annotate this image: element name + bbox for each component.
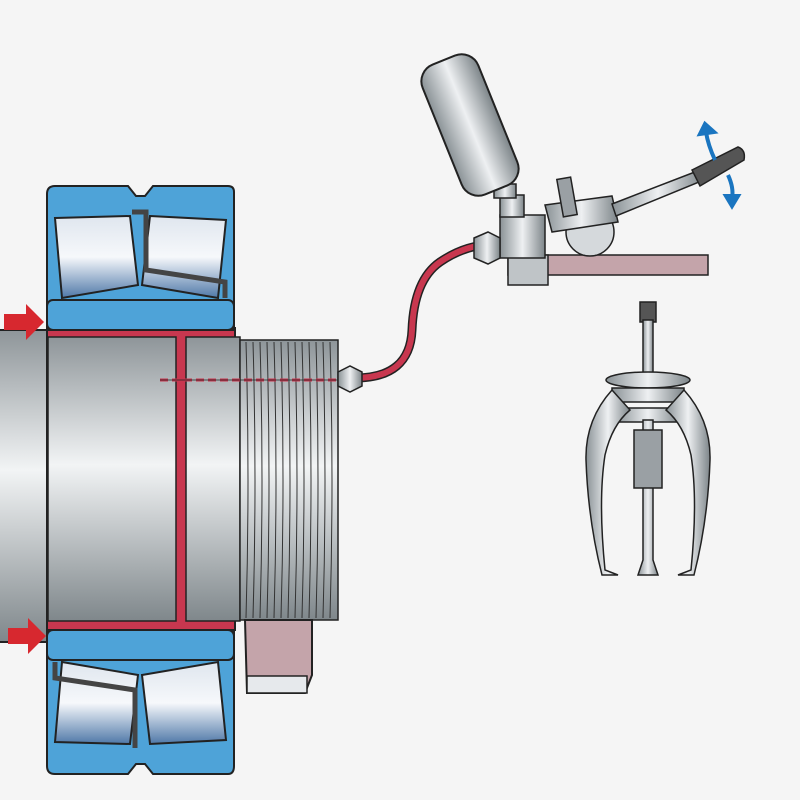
pump-release-valve [555,176,579,218]
puller-crosshead [605,371,691,389]
thread-line [308,341,312,619]
cage-lower [52,662,138,748]
roller-left-lower [53,660,140,746]
oil-injection-arrow-lower-icon [8,618,46,654]
oil-injection-arrow-upper-icon [4,304,44,340]
cage-upper [132,209,228,298]
roller-right-upper [140,214,228,300]
sleeve-thread [239,339,339,621]
roller-right-lower [140,660,228,746]
puller-spindle-head [639,301,657,323]
inner-ring-upper [46,299,235,331]
withdrawal-sleeve [47,336,177,622]
sleeve-collar [185,336,241,622]
thread-line [301,341,305,619]
thread-line [252,341,256,619]
pump-foot [507,254,549,286]
oil-hose [354,242,491,381]
thread-line [315,341,319,619]
puller-yoke [611,387,685,403]
pump-body [499,214,546,259]
thread-line [245,341,249,619]
bearing-lower-section [46,629,235,775]
thread-line [259,341,263,619]
pump-handle-motion-arrow-icon [696,120,742,210]
thread-line [266,341,270,619]
hydraulic-pump [420,53,746,286]
roller-left-upper [53,214,140,300]
pump-outlet-nut [473,231,501,265]
three-jaw-puller [585,301,711,576]
hose-connector-nut [337,365,363,393]
thread-line [294,341,298,619]
spacer-block-base [246,675,308,694]
thread-line [273,341,277,619]
thread-line [287,341,291,619]
pump-handle-grip [690,146,746,188]
puller-arm-left [585,388,632,576]
thread-line [280,341,284,619]
inner-ring-lower [46,629,235,661]
puller-arm-right [664,388,711,576]
thread-line [329,341,333,619]
pressure-gauge [420,53,520,197]
puller-clamp [633,429,663,489]
bearing-upper-section [46,185,235,331]
thread-line [322,341,326,619]
shaft [0,329,51,643]
